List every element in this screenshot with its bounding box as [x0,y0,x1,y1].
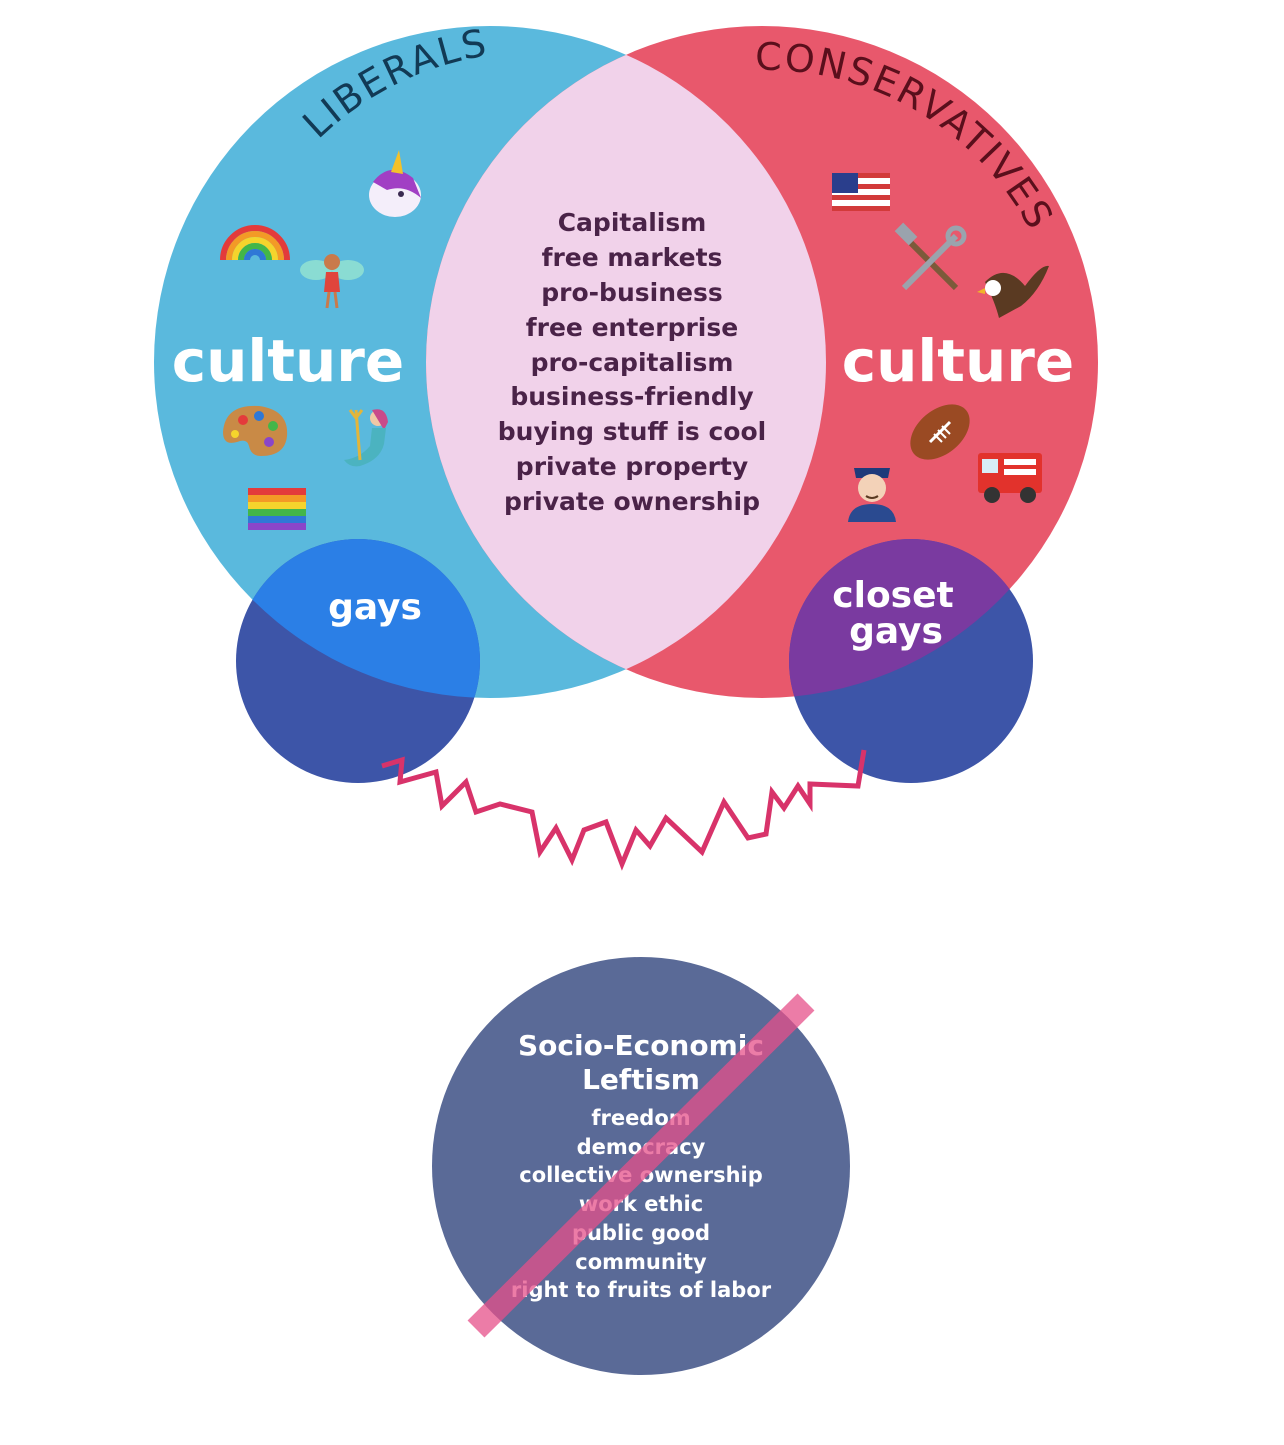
fairy-icon [300,254,364,309]
overlap-text: Capitalism free markets pro-business fre… [498,208,766,516]
strike-through [467,993,815,1338]
overlap-item: free markets [542,243,723,272]
eagle-icon [977,265,1049,318]
fire-engine-icon [978,453,1042,503]
zigzag-connector [381,749,867,871]
socio-item: right to fruits of labor [511,1278,772,1302]
unicorn-icon [369,150,421,217]
overlap-item: Capitalism [558,208,707,237]
closet-gays-label: gays [849,611,943,652]
rainbow-icon [220,225,290,261]
overlap-item: pro-business [541,278,722,307]
overlap-item: private property [516,452,748,481]
mermaid-icon [344,409,388,467]
socio-title-line1: Socio-Economic [518,1029,764,1062]
liberal-culture-label: culture [172,327,405,395]
closet-gays-conservative-overlap [789,539,1033,698]
gays-label: gays [328,587,422,628]
us-flag-icon [832,173,890,211]
overlap-item: free enterprise [526,313,738,342]
overlap-item: buying stuff is cool [498,417,766,446]
overlap-item: business-friendly [510,382,753,411]
hammer-wrench-icon [894,222,967,291]
palette-icon [223,405,288,456]
football-icon [910,404,970,460]
police-officer-icon [848,468,896,522]
overlap-item: private ownership [504,487,760,516]
closet-label: closet [832,575,953,616]
conservative-culture-label: culture [842,327,1075,395]
overlap-region [426,26,826,698]
socio-item: community [575,1250,707,1274]
socio-title-line2: Leftism [582,1063,700,1096]
overlap-item: pro-capitalism [531,348,734,377]
gays-liberal-overlap [236,539,480,698]
pride-flag-icon [248,488,306,530]
